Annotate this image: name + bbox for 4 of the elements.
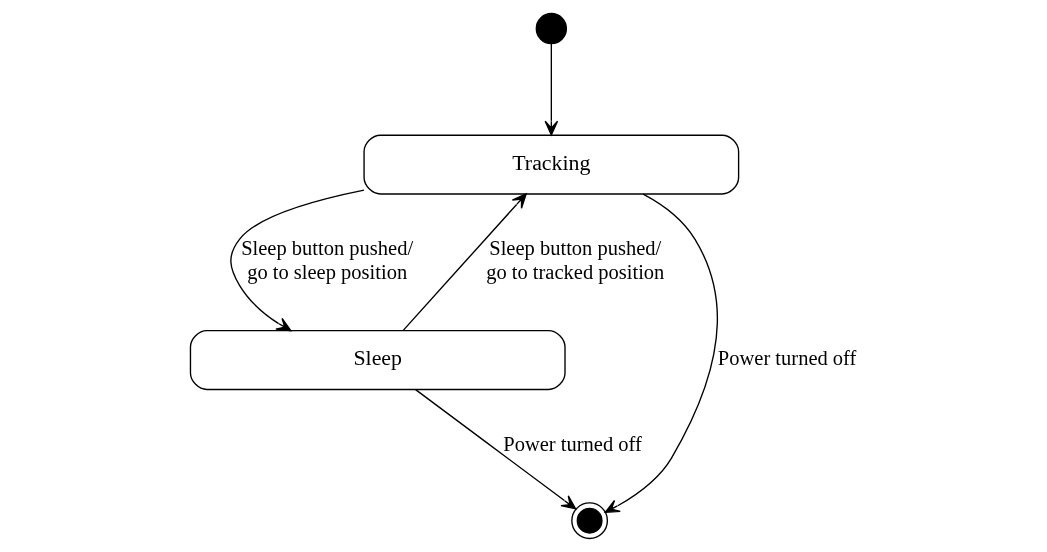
edge-label: Power turned off bbox=[717, 346, 856, 369]
edge-label: Sleep button pushed/ go to sleep position bbox=[240, 237, 413, 283]
edge-label: Power turned off bbox=[502, 432, 642, 455]
edge-label: Sleep button pushed/ go to tracked position bbox=[485, 237, 664, 283]
